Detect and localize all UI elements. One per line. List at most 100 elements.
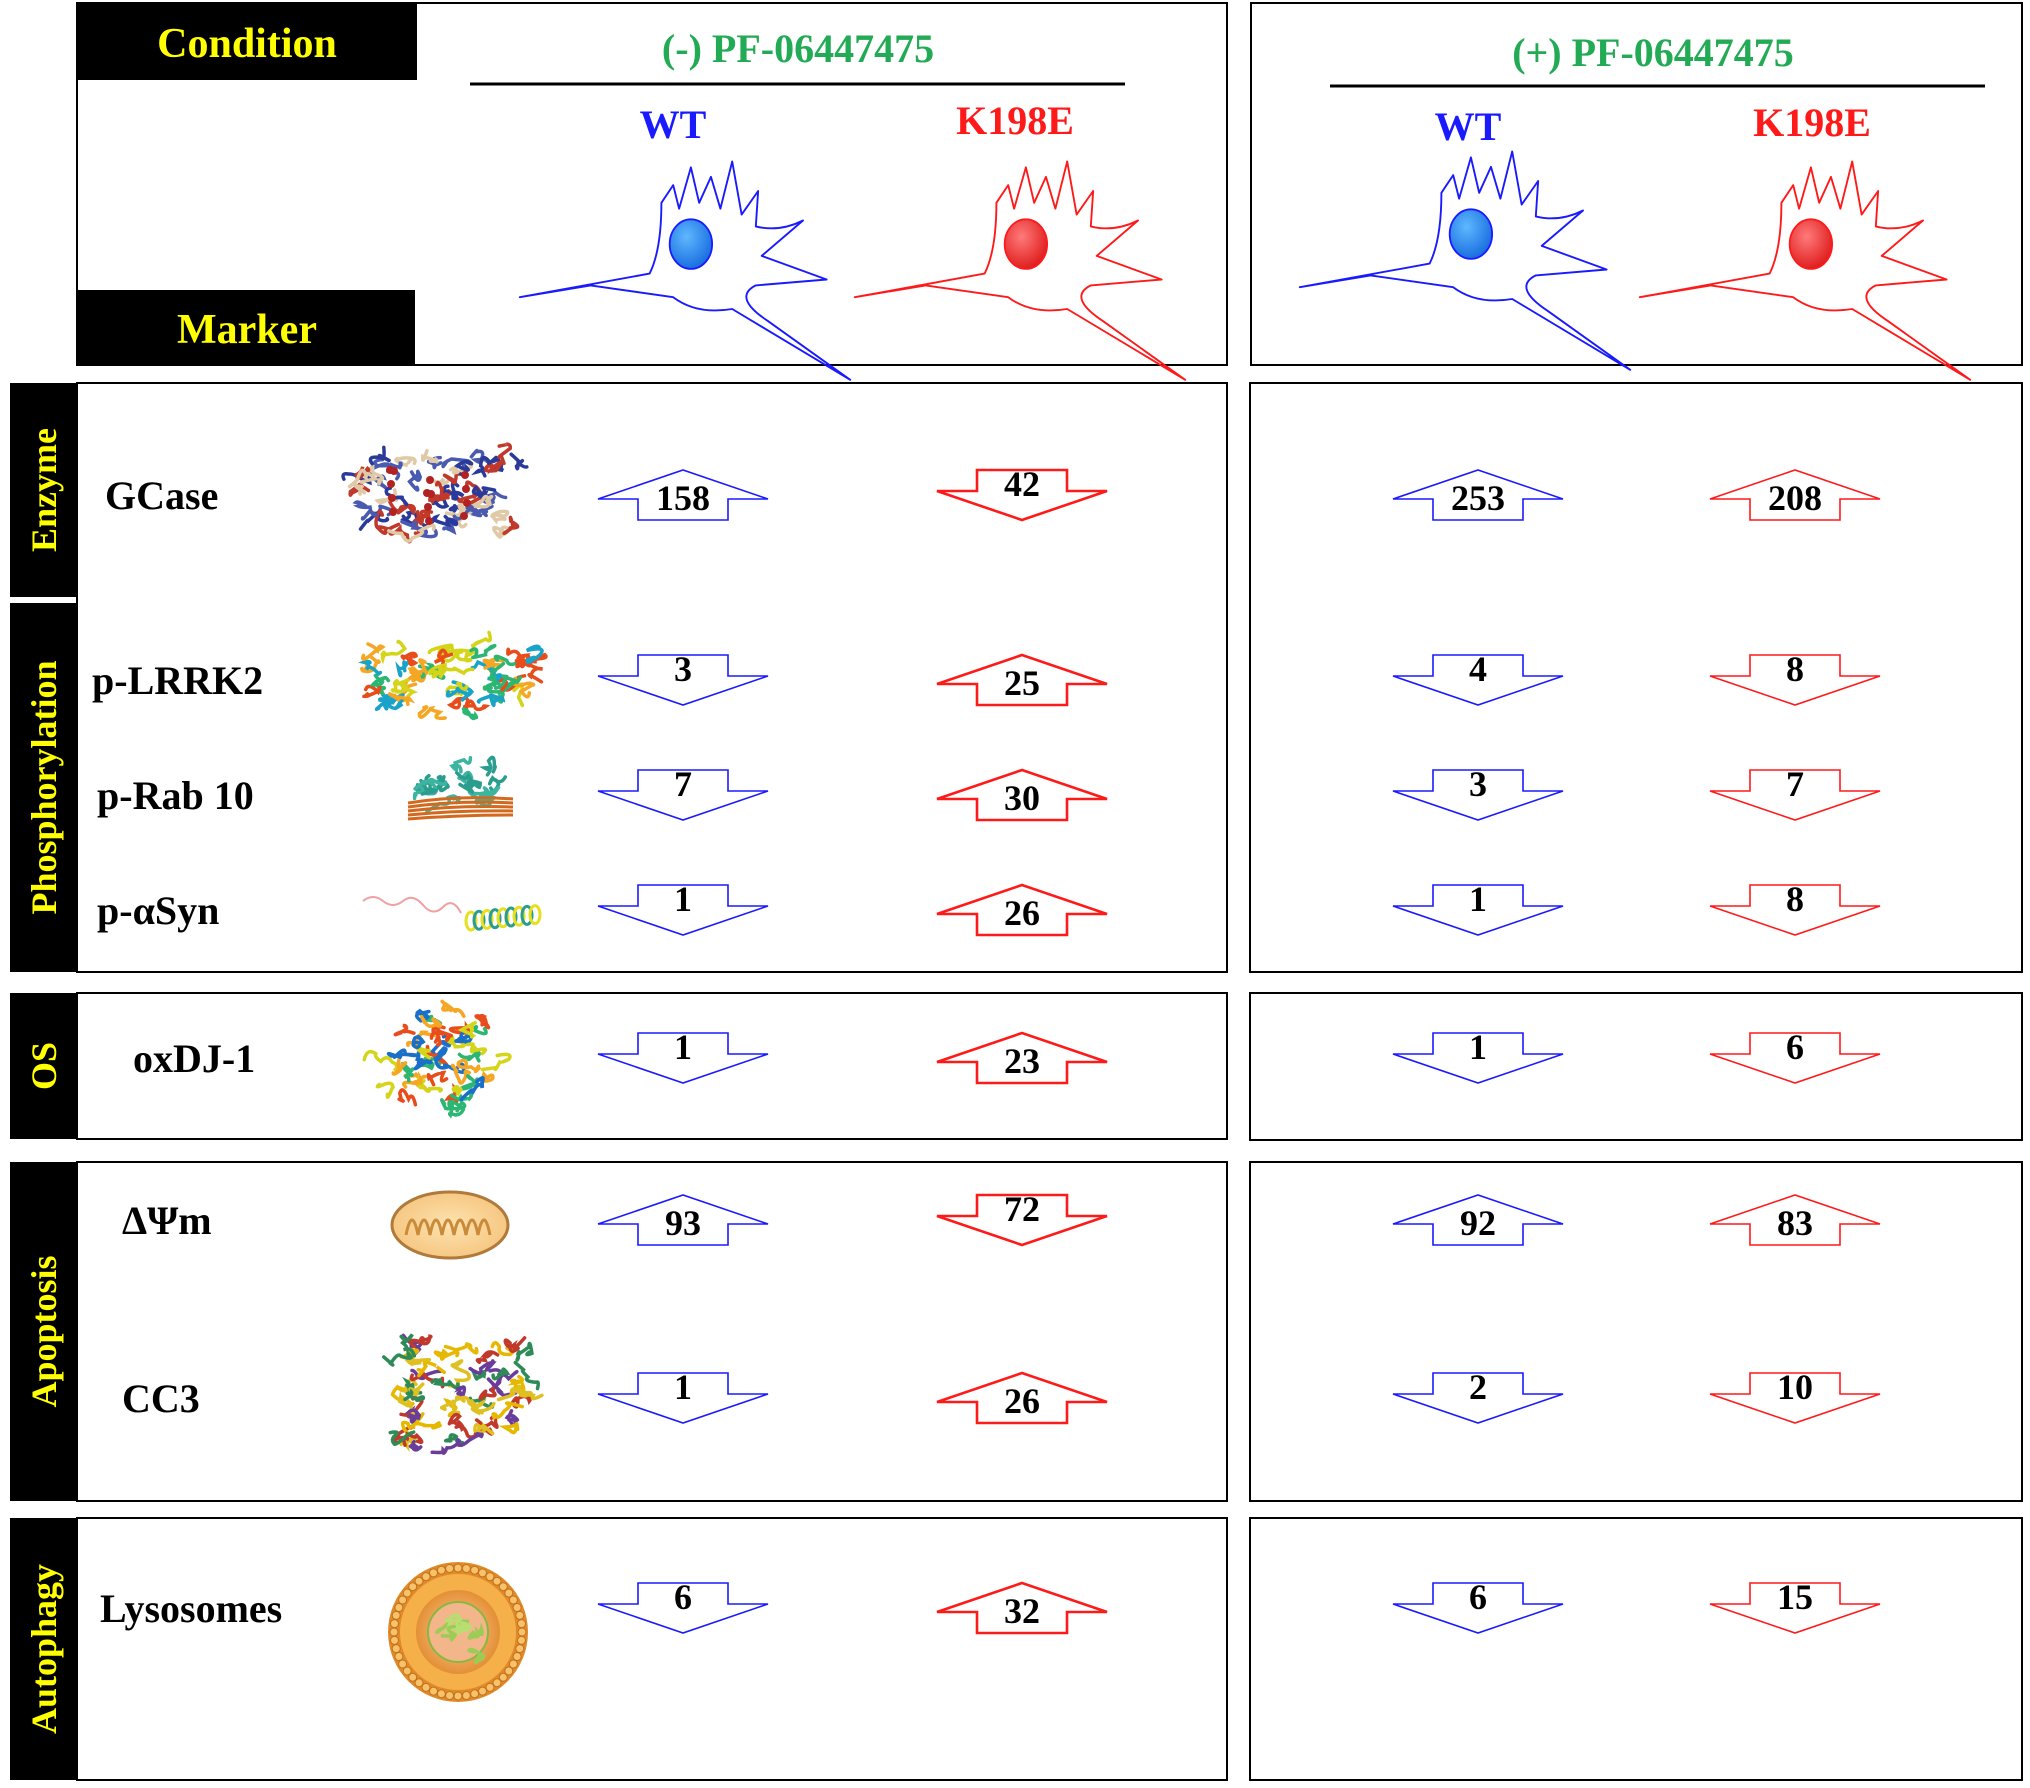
arrow-value: 7	[1786, 764, 1804, 804]
category-phosphorylation-box	[10, 603, 77, 972]
arrow-down: 1	[1392, 1027, 1564, 1084]
arrow-value: 26	[1004, 893, 1040, 933]
arrow-value: 7	[674, 764, 692, 804]
marker-label: Marker	[177, 307, 317, 353]
arrow-down: 15	[1709, 1577, 1881, 1634]
arrow-value: 1	[674, 1367, 692, 1407]
arrow-value: 4	[1469, 649, 1487, 689]
marker-name: p-LRRK2	[92, 658, 263, 703]
arrow-up: 158	[597, 469, 769, 521]
arrow-value: 25	[1004, 663, 1040, 703]
arrow-up: 30	[936, 768, 1108, 822]
alpha-synuclein-structure-icon	[362, 896, 542, 932]
arrow-down: 42	[936, 464, 1108, 522]
arrow-up: 83	[1709, 1194, 1881, 1246]
arrow-up: 25	[936, 653, 1108, 707]
mitochondrion-icon	[390, 1190, 510, 1260]
marker-name: ΔΨm	[122, 1198, 212, 1243]
arrow-value: 158	[656, 478, 710, 518]
genotype-label-k198e-untreated: K198E	[956, 98, 1074, 143]
arrow-down: 1	[597, 879, 769, 936]
category-autophagy-box	[10, 1518, 77, 1780]
arrow-value: 8	[1786, 649, 1804, 689]
genotype-label-wt-treated: WT	[1435, 104, 1502, 149]
marker-name: oxDJ-1	[133, 1036, 255, 1081]
arrow-up: 253	[1392, 469, 1564, 521]
arrow-down: 10	[1709, 1367, 1881, 1424]
arrow-up: 26	[936, 1371, 1108, 1425]
genotype-label-k198e-treated: K198E	[1753, 100, 1871, 145]
arrow-down: 6	[1392, 1577, 1564, 1634]
group-title-treated: (+) PF-06447475	[1512, 30, 1794, 75]
category-phosphorylation-label: Phosphorylation	[24, 660, 64, 914]
arrow-down: 6	[1709, 1027, 1881, 1084]
neuron-k198e-treated-icon	[1638, 160, 1972, 381]
arrow-value: 2	[1469, 1367, 1487, 1407]
arrow-value: 6	[674, 1577, 692, 1617]
panel-right-enzyme-phosphorylation	[1249, 382, 2023, 973]
arrow-up: 32	[936, 1581, 1108, 1635]
arrow-value: 3	[1469, 764, 1487, 804]
category-os-box	[10, 993, 77, 1139]
arrow-down: 1	[597, 1027, 769, 1084]
category-apoptosis-label: Apoptosis	[24, 1255, 64, 1407]
arrow-value: 93	[665, 1203, 701, 1243]
arrow-down: 72	[936, 1189, 1108, 1247]
arrow-up: 208	[1709, 469, 1881, 521]
neuron-wt-treated-icon	[1298, 150, 1632, 371]
condition-label: Condition	[157, 21, 337, 67]
arrow-down: 3	[597, 649, 769, 706]
arrow-down: 1	[597, 1367, 769, 1424]
arrow-value: 3	[674, 649, 692, 689]
arrow-up: 26	[936, 883, 1108, 937]
arrow-down: 2	[1392, 1367, 1564, 1424]
marker-name: Lysosomes	[100, 1586, 282, 1631]
arrow-value: 42	[1004, 464, 1040, 504]
arrow-value: 6	[1469, 1577, 1487, 1617]
group-title-untreated: (-) PF-06447475	[662, 26, 934, 71]
rab10-protein-structure-icon	[407, 755, 514, 821]
category-apoptosis-box	[10, 1162, 77, 1501]
lrrk2-protein-structure-icon	[358, 630, 548, 721]
arrow-down: 7	[597, 764, 769, 821]
panel-right-os	[1249, 992, 2023, 1141]
neuron-wt-untreated-icon	[518, 160, 852, 381]
gcase-protein-structure-icon	[341, 442, 529, 544]
arrow-down: 6	[597, 1577, 769, 1634]
marker-name: p-αSyn	[97, 888, 219, 933]
condition-label-box	[77, 3, 417, 80]
caspase3-protein-structure-icon	[382, 1333, 544, 1455]
arrow-down: 3	[1392, 764, 1564, 821]
dj1-protein-structure-icon	[362, 999, 512, 1119]
genotype-label-wt-untreated: WT	[640, 102, 707, 147]
arrow-down: 8	[1709, 649, 1881, 706]
neuron-k198e-untreated-icon	[853, 160, 1187, 381]
panel-right-apoptosis	[1249, 1161, 2023, 1502]
marker-name: GCase	[105, 473, 218, 518]
arrow-value: 23	[1004, 1041, 1040, 1081]
arrow-value: 26	[1004, 1381, 1040, 1421]
arrow-down: 8	[1709, 879, 1881, 936]
arrow-up: 93	[597, 1194, 769, 1246]
arrow-value: 6	[1786, 1027, 1804, 1067]
arrow-down: 4	[1392, 649, 1564, 706]
arrow-value: 10	[1777, 1367, 1813, 1407]
panel-left-autophagy	[76, 1517, 1228, 1781]
arrow-value: 1	[1469, 1027, 1487, 1067]
arrow-value: 208	[1768, 478, 1822, 518]
header-panel-right	[1250, 2, 2023, 366]
arrow-value: 1	[674, 1027, 692, 1067]
arrow-down: 7	[1709, 764, 1881, 821]
marker-name: p-Rab 10	[97, 773, 254, 818]
arrow-value: 83	[1777, 1203, 1813, 1243]
arrow-value: 1	[674, 879, 692, 919]
marker-name: CC3	[122, 1376, 200, 1421]
arrow-value: 72	[1004, 1189, 1040, 1229]
lysosome-icon	[388, 1562, 528, 1702]
panel-right-autophagy	[1249, 1517, 2023, 1781]
category-autophagy-label: Autophagy	[24, 1564, 64, 1734]
arrow-value: 8	[1786, 879, 1804, 919]
arrow-value: 92	[1460, 1203, 1496, 1243]
